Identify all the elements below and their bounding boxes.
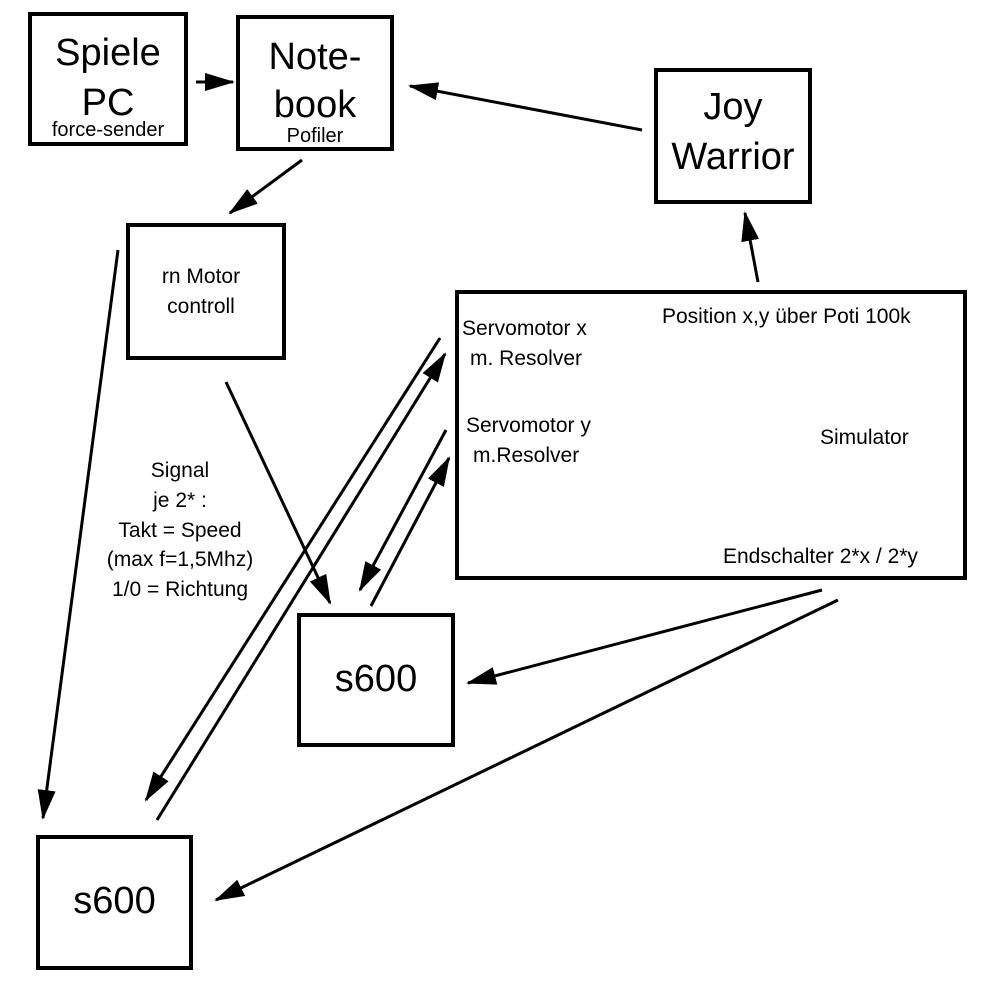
arrow-simulator-to-s600-middle (466, 588, 823, 685)
notebook-box (236, 15, 394, 151)
s600-label-middle: s600 (334, 658, 418, 700)
notebook-subtitle: Pofiler (286, 125, 344, 147)
notebook-title-1: Note- (268, 36, 362, 78)
arrow-joywarrior-to-notebook (408, 82, 643, 132)
joywarrior-title-2: Warrior (671, 136, 795, 178)
motor-controll-label-2: controll (167, 295, 235, 318)
servomotor-y-label-1: Servomotor y (466, 414, 591, 437)
signal-label-2: je 2* : (153, 489, 207, 512)
motor-controll-label-1: rn Motor (161, 265, 241, 288)
joywarrior-box (654, 68, 812, 204)
joywarrior-title-1: Joy (703, 86, 763, 128)
s600-box-bottom (36, 835, 193, 970)
simulator-label: Simulator (820, 426, 909, 449)
endschalter-label: Endschalter 2*x / 2*y (723, 545, 918, 568)
arrow-servo-y-to-s600-middle (358, 429, 448, 592)
signal-label-3: Takt = Speed (118, 519, 242, 542)
spiele-pc-title-2: PC (81, 82, 135, 124)
signal-label-5: 1/0 = Richtung (111, 578, 248, 601)
servomotor-x-label-2: m. Resolver (470, 347, 583, 370)
notebook-title-2: book (273, 84, 357, 126)
signal-label-1: Signal (150, 459, 210, 482)
servomotor-x-label-1: Servomotor x (462, 317, 587, 340)
spiele-pc-subtitle: force-sender (51, 119, 165, 141)
simulator-box (455, 290, 967, 580)
servomotor-y-label-2: m.Resolver (473, 444, 580, 467)
arrow-s600-middle-to-servo-y (369, 456, 451, 607)
spiele-pc-title-1: Spiele (55, 32, 161, 74)
signal-label-4: (max f=1,5Mhz) (106, 548, 254, 571)
simulator-position-label: Position x,y über Poti 100k (662, 305, 911, 328)
motor-controll-box (126, 223, 286, 360)
spiele-pc-box (28, 12, 188, 146)
arrow-simulator-to-joywarrior (741, 211, 760, 283)
arrow-notebook-to-motor (228, 158, 303, 215)
s600-label-bottom: s600 (73, 880, 156, 922)
